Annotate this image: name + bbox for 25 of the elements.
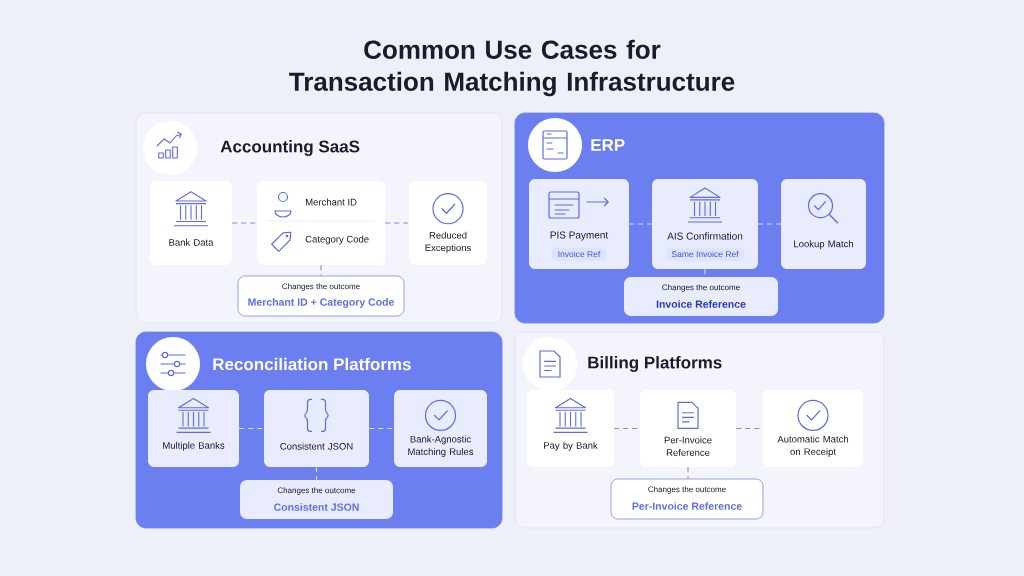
connector bbox=[315, 466, 318, 481]
outcome-box: Changes the outcome Consistent JSON bbox=[240, 480, 393, 519]
card: Automatic Match on Receipt bbox=[763, 390, 863, 467]
connector bbox=[238, 427, 265, 430]
title: Common Use Cases for Transaction Matching Infrastructure bbox=[289, 39, 735, 97]
card: PIS Payment Invoice Ref bbox=[529, 179, 629, 269]
connector bbox=[320, 264, 322, 277]
outcome-box: Changes the outcome Per-Invoice Reference bbox=[610, 478, 764, 520]
card: Bank-Agnostic Matching Rules bbox=[394, 390, 487, 467]
connector bbox=[757, 223, 782, 225]
connector bbox=[628, 223, 653, 225]
connector bbox=[384, 222, 410, 224]
outcome-box: Changes the outcome Invoice Reference bbox=[624, 277, 778, 316]
card: Lookup Match bbox=[781, 179, 866, 269]
card: Reduced Exceptions bbox=[409, 181, 487, 265]
card: Multiple Banks bbox=[148, 390, 239, 467]
card: Bank Data bbox=[150, 181, 232, 265]
outcome-box: Changes the outcome Merchant ID + Category Code bbox=[237, 275, 405, 317]
connector bbox=[231, 222, 258, 224]
card: AIS Confirmation Same Invoice Ref bbox=[652, 179, 758, 269]
card: Per-Invoice Reference bbox=[640, 390, 736, 467]
card: Consistent JSON bbox=[264, 390, 369, 467]
card: Merchant ID Category Code bbox=[257, 181, 385, 265]
connector bbox=[368, 427, 395, 430]
connector bbox=[687, 466, 689, 480]
